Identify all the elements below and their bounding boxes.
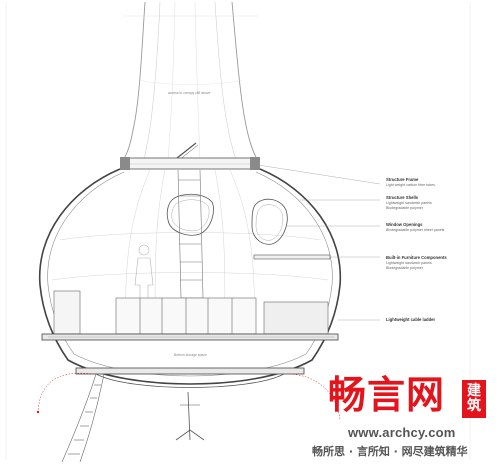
callout-structure-shells: Structure Shells Lightweight sandwich pa… (386, 195, 432, 210)
svg-text:Light weight carbon fiber tube: Light weight carbon fiber tubes (386, 183, 435, 187)
svg-text:Biodegradable polymer sheet pa: Biodegradable polymer sheet panels (386, 228, 445, 232)
callout-labels: Structure Frame Light weight carbon fibe… (386, 177, 447, 322)
pod-shell (38, 168, 342, 385)
built-in-shelf (253, 254, 331, 260)
human-figure (134, 244, 154, 301)
svg-text:Built-in Furniture Components: Built-in Furniture Components (386, 255, 447, 260)
floor-plate (41, 333, 339, 341)
access-note: access to canopy cliff above (168, 91, 210, 95)
svg-text:Structure Frame: Structure Frame (386, 177, 419, 182)
watermark-logo: 畅言网 (328, 372, 446, 417)
tree-trunk (121, 1, 260, 163)
callout-built-in-furniture: Built-in Furniture Components Lightweigh… (386, 255, 447, 270)
callout-leaders (257, 164, 381, 321)
svg-text:Structure Shells: Structure Shells (386, 195, 419, 200)
svg-text:Biodegradable polymer: Biodegradable polymer (386, 266, 424, 270)
svg-text:Lightweight sandwich panels: Lightweight sandwich panels (386, 201, 432, 205)
callout-window-openings: Window Openings Biodegradable polymer sh… (386, 222, 445, 232)
callout-structure-frame: Structure Frame Light weight carbon fibe… (386, 177, 435, 187)
callout-cable-ladder: Lightweight cable ladder (386, 317, 435, 322)
watermark-badge: 建 筑 (462, 380, 486, 418)
swing-arcs (37, 372, 341, 421)
cable-ladder (61, 373, 105, 463)
svg-text:Lightweight cable ladder: Lightweight cable ladder (386, 317, 435, 322)
structure-frame (120, 157, 260, 170)
svg-text:Window Openings: Window Openings (386, 222, 423, 227)
watermark-url: www.archcy.com (348, 425, 456, 440)
window-openings (166, 193, 288, 245)
svg-text:Biodegradable polymer: Biodegradable polymer (386, 206, 424, 210)
svg-text:Lightweight sandwich panels: Lightweight sandwich panels (386, 261, 432, 265)
cabinets (53, 290, 329, 335)
watermark-slogan: 畅所思 · 言所知 · 网尽建筑精华 (312, 445, 468, 458)
pod-base (75, 367, 305, 441)
storage-note: Bottom storage space (174, 353, 207, 357)
